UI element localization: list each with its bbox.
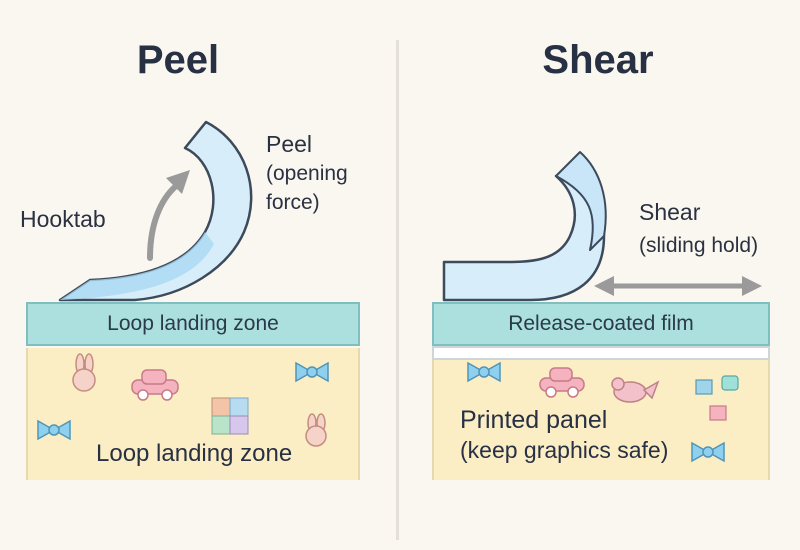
- right-panel-label-line1: Printed panel: [460, 406, 608, 434]
- bird-icon: [611, 377, 660, 403]
- shear-force-label-line1: Shear: [639, 199, 701, 225]
- bow-icon: [295, 361, 329, 383]
- shear-force-label-line2: (sliding hold): [639, 234, 759, 257]
- left-printed-panel: Loop landing zone: [26, 348, 360, 480]
- left-panel-decorations: [37, 353, 329, 447]
- center-divider: [396, 40, 399, 540]
- loop-landing-strip: Loop landing zone: [26, 302, 360, 346]
- toy-car-icon: [131, 369, 179, 401]
- release-coated-film-strip: Release-coated film: [432, 302, 770, 346]
- right-panel-label-line2: (keep graphics safe): [460, 437, 669, 463]
- shear-title: Shear: [542, 38, 654, 82]
- toy-car-icon: [539, 367, 585, 398]
- bunny-icon: [305, 413, 327, 447]
- peel-title: Peel: [136, 38, 220, 82]
- peel-force-label-line2: (opening: [266, 162, 348, 185]
- hooktab-label: Hooktab: [20, 206, 106, 232]
- bow-icon: [37, 419, 71, 441]
- release-film-edge: [432, 346, 770, 360]
- shear-force-label: Shear (sliding hold): [639, 196, 758, 262]
- bow-icon: [691, 441, 725, 463]
- left-panel-label: Loop landing zone: [96, 440, 293, 467]
- bow-icon: [467, 361, 501, 383]
- peel-force-label-line1: Peel: [266, 131, 313, 157]
- bunny-icon: [72, 353, 96, 392]
- blocks-icon: [211, 397, 249, 435]
- right-printed-panel: Printed panel (keep graphics safe): [432, 348, 770, 480]
- peel-force-label-line3: force): [266, 191, 320, 214]
- right-panel-decorations: [467, 361, 739, 463]
- blocks-icon: [695, 375, 739, 421]
- peel-force-label: Peel (opening force): [266, 130, 348, 217]
